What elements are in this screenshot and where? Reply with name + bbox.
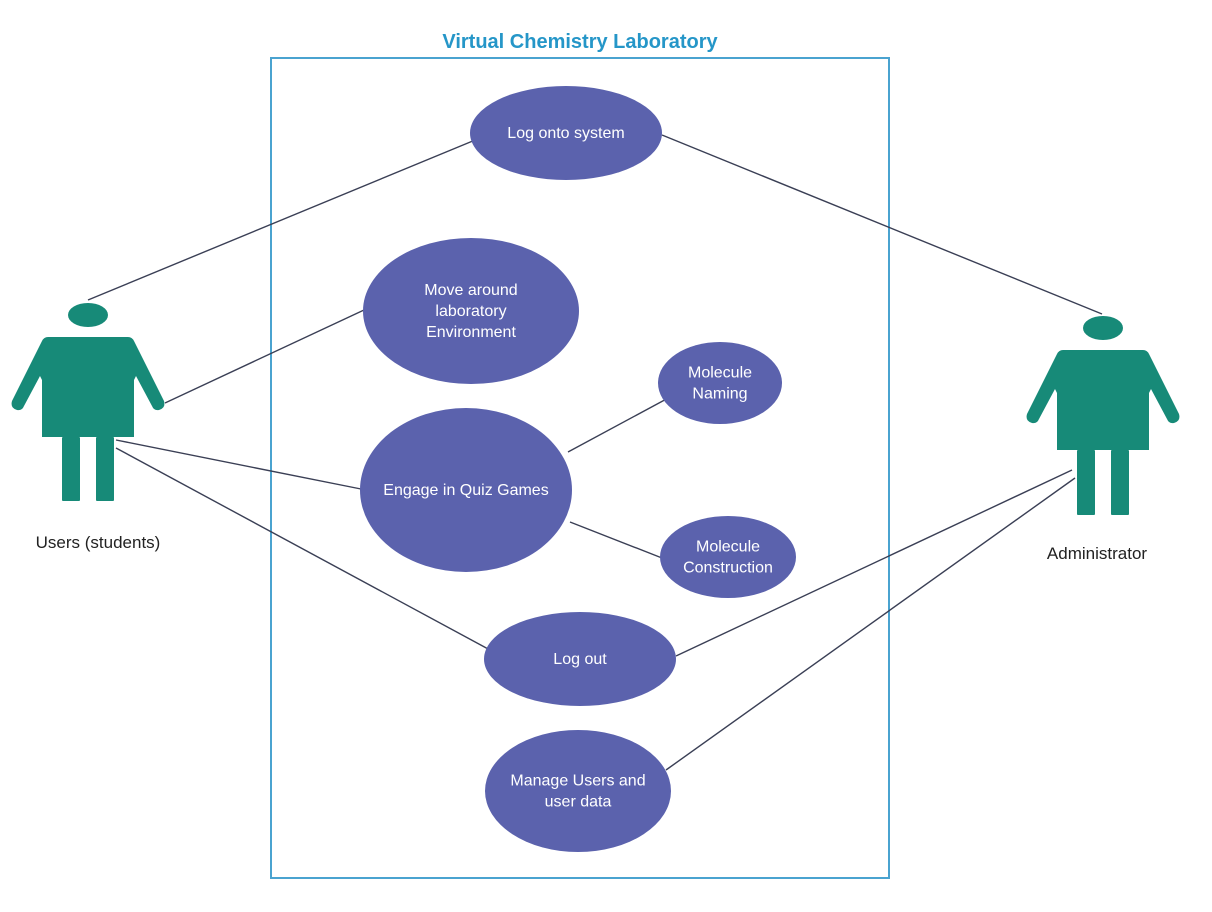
use-case-engage-in-quiz-games[interactable]: Engage in Quiz Games: [360, 408, 572, 572]
association-users-login: [87, 137, 481, 301]
person-icon: [1026, 316, 1180, 515]
use-case-label-line: user data: [545, 794, 612, 811]
association-users-move: [164, 309, 365, 404]
actor-users-label: Users (students): [36, 533, 161, 552]
system-boundary: [270, 57, 890, 879]
use-case-label-line: Construction: [683, 560, 773, 577]
association-admin-manage: [665, 477, 1076, 771]
actor-administrator-label: Administrator: [1047, 544, 1147, 563]
use-case-label-line: Naming: [692, 386, 747, 403]
svg-text:Log out: Log out: [553, 651, 607, 668]
use-case-log-out[interactable]: Log out: [484, 612, 676, 706]
actor-administrator[interactable]: Administrator: [1026, 316, 1180, 563]
use-case-label-line: Molecule: [688, 365, 752, 382]
use-case-label-line: Environment: [426, 324, 516, 341]
use-case-manage-users[interactable]: Manage Users and user data: [485, 730, 671, 852]
association-quiz-naming: [567, 395, 673, 453]
association-admin-login: [661, 134, 1103, 315]
association-users-logout: [115, 447, 491, 651]
use-case-label-line: Log onto system: [507, 125, 624, 142]
use-case-label-line: Move around: [424, 282, 517, 299]
diagram-title: Virtual Chemistry Laboratory: [442, 31, 718, 53]
use-case-label-line: Molecule: [696, 539, 760, 556]
use-case-label-line: Engage in Quiz Games: [383, 482, 548, 499]
use-case-log-onto-system[interactable]: Log onto system: [470, 86, 662, 180]
association-lines: [87, 134, 1103, 771]
svg-text:Log onto system: Log onto system: [507, 125, 624, 142]
svg-text:Engage in Quiz Games: Engage in Quiz Games: [383, 482, 548, 499]
person-icon: [11, 303, 165, 501]
actor-users-students[interactable]: Users (students): [11, 303, 165, 552]
association-admin-logout: [675, 469, 1073, 657]
use-case-label-line: Manage Users and: [510, 773, 645, 790]
use-case-label-line: Log out: [553, 651, 607, 668]
association-quiz-construction: [569, 521, 663, 559]
use-case-label-line: laboratory: [435, 303, 506, 320]
association-users-quiz: [115, 439, 362, 490]
